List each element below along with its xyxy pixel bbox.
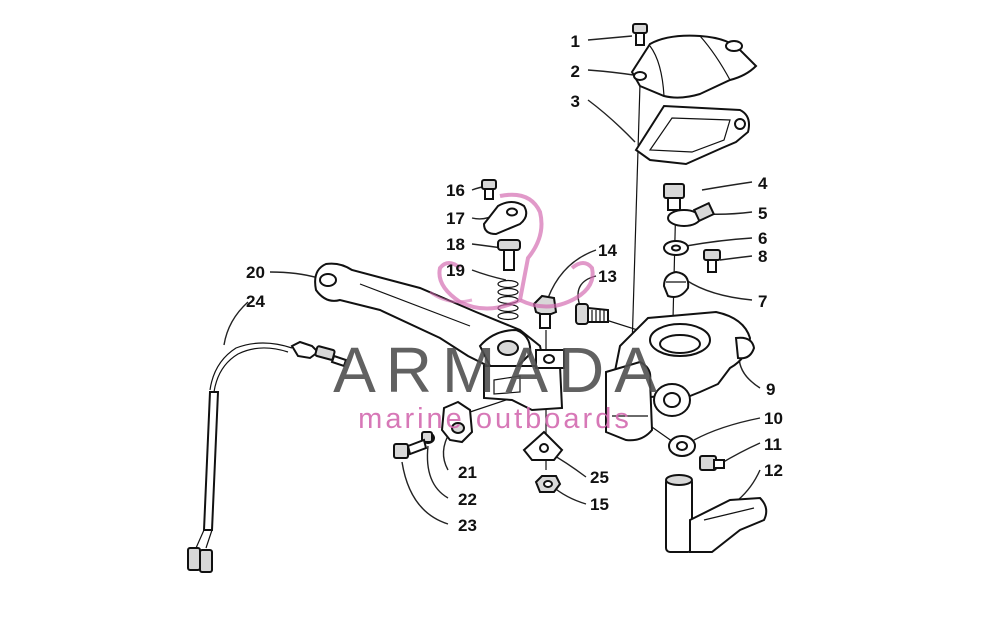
screw-part-8 <box>703 249 721 273</box>
callout-3: 3 <box>571 92 580 111</box>
callout-17: 17 <box>446 209 465 228</box>
terminal-part-5 <box>667 201 716 227</box>
pivot-bolt-part-23 <box>393 438 428 459</box>
callout-25: 25 <box>590 468 609 487</box>
pivot-lever-part-12 <box>665 474 768 553</box>
plate-part-17 <box>482 201 528 236</box>
spring-part-19 <box>497 279 519 321</box>
bolt-part-13 <box>575 303 609 325</box>
callout-9: 9 <box>766 380 775 399</box>
plate-part-25 <box>522 430 564 461</box>
callout-20: 20 <box>246 263 265 282</box>
nut-part-15 <box>534 475 562 493</box>
callout-15: 15 <box>590 495 609 514</box>
screw-part-16 <box>481 179 497 200</box>
watermark: ARMADA marine outboards <box>333 192 667 435</box>
washer-part-10 <box>668 435 696 457</box>
callout-24: 24 <box>246 292 265 311</box>
brake-lever-part-20 <box>314 262 565 412</box>
cover-screw-part <box>632 23 648 46</box>
callout-2: 2 <box>571 62 580 81</box>
callout-12: 12 <box>764 461 783 480</box>
callout-7: 7 <box>758 292 767 311</box>
bolt-part-4 <box>663 183 685 211</box>
anchor-swirl-logo <box>429 192 595 311</box>
callout-19: 19 <box>446 261 465 280</box>
screw-part-11 <box>699 455 725 471</box>
switch-housing-part <box>605 310 756 442</box>
watermark-brand: ARMADA <box>333 334 667 406</box>
callout-10: 10 <box>764 409 783 428</box>
watermark-tagline: marine outboards <box>358 403 632 435</box>
callout-22: 22 <box>458 490 477 509</box>
callout-13: 13 <box>598 267 617 286</box>
callout-14: 14 <box>598 241 617 260</box>
callout-16: 16 <box>446 181 465 200</box>
clip-part-7 <box>662 270 690 298</box>
callout-1: 1 <box>571 32 580 51</box>
washer-part-6 <box>663 240 689 256</box>
callout-23: 23 <box>458 516 477 535</box>
callout-18: 18 <box>446 235 465 254</box>
callout-6: 6 <box>758 229 767 248</box>
callout-11: 11 <box>764 435 782 454</box>
pin-part-18 <box>497 239 521 271</box>
callout-21: 21 <box>458 463 477 482</box>
pivot-block-part-21 <box>440 400 474 444</box>
gasket-part <box>634 104 750 166</box>
brake-switch-cable-part-24 <box>187 340 348 573</box>
upper-cover-part <box>630 34 758 99</box>
screw-part-14 <box>532 294 558 329</box>
callout-8: 8 <box>758 247 767 266</box>
callout-4: 4 <box>758 174 768 193</box>
callout-5: 5 <box>758 204 767 223</box>
callout-labels: 1 2 3 4 5 6 7 8 9 10 11 12 13 14 15 16 1… <box>246 32 783 535</box>
